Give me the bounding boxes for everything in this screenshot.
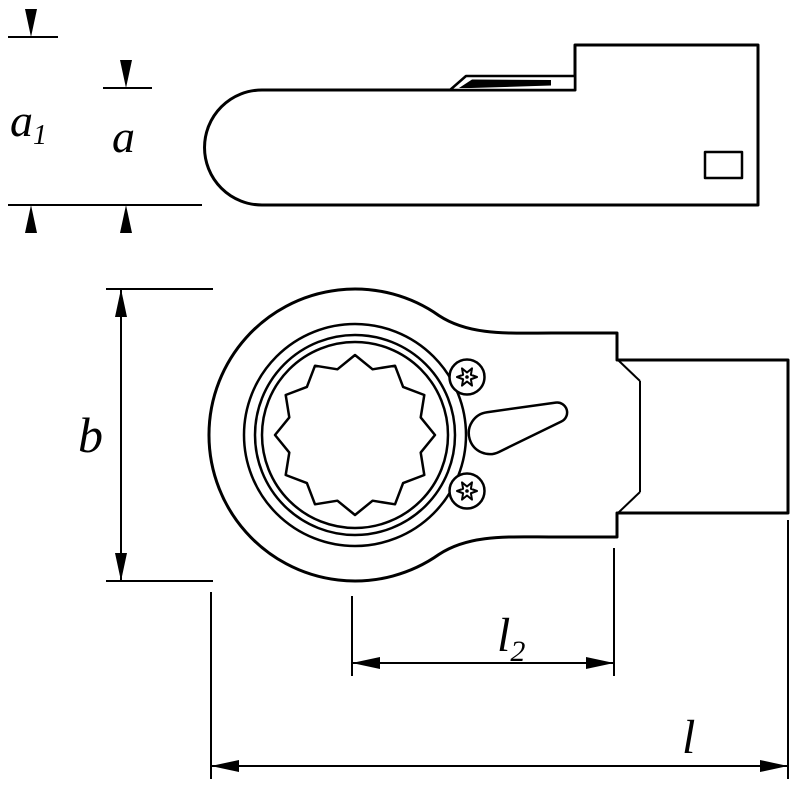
dimension-b: b <box>78 288 213 582</box>
label-a: a <box>112 111 135 162</box>
b-top-arrow <box>115 289 127 317</box>
locking-pin-hole <box>703 150 744 180</box>
socket-12-point-profile <box>273 353 437 517</box>
b-bottom-arrow <box>115 553 127 581</box>
a1-bottom-arrow <box>25 205 37 233</box>
a-top-arrow <box>120 60 132 88</box>
label-l: l <box>682 711 695 764</box>
reverse-lever-slot-shape <box>467 401 569 456</box>
a-bottom-arrow <box>120 205 132 233</box>
torx-screw-bottom <box>448 472 486 510</box>
a1-top-arrow <box>25 9 37 37</box>
l2-left-arrow <box>352 657 380 669</box>
dimension-l2: l2 <box>351 548 615 676</box>
wrench-body-outline <box>203 43 760 207</box>
chamfer-line-bottom <box>617 491 641 514</box>
l2-right-arrow <box>586 657 614 669</box>
label-b: b <box>78 407 103 463</box>
l-right-arrow <box>760 760 788 772</box>
spigot-chamfer <box>617 359 641 514</box>
label-a1: a1 <box>10 95 47 151</box>
l-left-arrow <box>211 760 239 772</box>
torx-screw-top <box>448 358 486 396</box>
side-view: a1 a <box>8 9 760 233</box>
dimension-l: l <box>210 520 789 779</box>
reverse-lever-slot <box>467 401 569 456</box>
chamfer-line-top <box>617 359 641 382</box>
label-l2: l2 <box>497 609 525 668</box>
dimension-a: a <box>8 60 202 233</box>
screw-center-dot <box>465 375 469 379</box>
front-view: b l2 l <box>78 287 790 779</box>
ring-outer-circle <box>242 322 468 548</box>
ring-band-circle <box>253 333 457 537</box>
ring-inner-circle <box>260 340 450 530</box>
screw-center-dot <box>465 489 469 493</box>
spring-clip-slot <box>459 79 551 88</box>
dimension-a1: a1 <box>8 9 58 233</box>
